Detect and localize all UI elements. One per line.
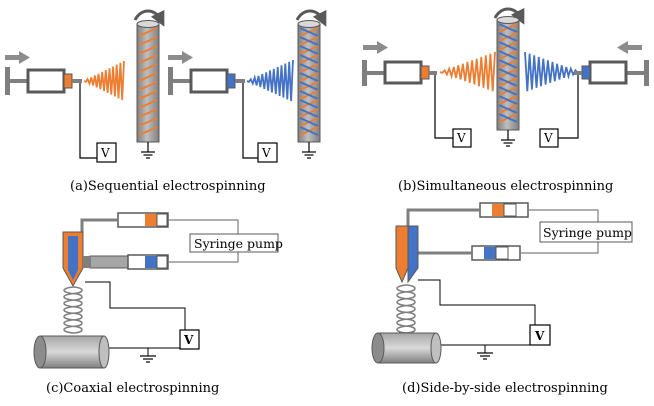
tube — [80, 218, 118, 235]
voltage-label: V — [183, 333, 194, 347]
syringe — [479, 202, 529, 218]
syringe — [168, 67, 245, 95]
panel-d: Syringe pump V (d)Side-by-side electrosp… — [371, 202, 633, 396]
tube — [168, 219, 239, 235]
syringe — [574, 60, 649, 86]
ground-icon — [140, 355, 156, 363]
tube — [168, 252, 239, 263]
fiber-coil — [396, 284, 416, 334]
panel-c: Syringe pump V (c)Coaxial electrosp — [33, 212, 283, 396]
fiber-coil — [63, 286, 83, 334]
ground-icon — [302, 151, 316, 159]
wire — [558, 75, 579, 139]
voltage-label: V — [534, 329, 545, 343]
tube — [528, 209, 599, 222]
voltage-source: V — [452, 128, 472, 148]
syringe — [5, 67, 82, 95]
drum-collector — [33, 335, 110, 369]
push-arrow-icon — [363, 41, 388, 54]
voltage-source: V — [257, 142, 278, 163]
rotating-collector — [133, 9, 165, 152]
voltage-label: V — [261, 146, 271, 160]
tube — [520, 242, 599, 254]
voltage-label: V — [543, 131, 553, 145]
rotating-collector — [493, 7, 525, 140]
rotate-arrow-icon — [493, 7, 525, 25]
push-arrow-icon — [5, 51, 30, 64]
voltage-source: V — [539, 128, 559, 148]
caption: (c)Coaxial electrospinning — [46, 381, 219, 396]
pump-label: Syringe pump — [194, 236, 283, 251]
syringe-pump: Syringe pump — [189, 233, 283, 253]
rotate-arrow-icon — [133, 9, 165, 27]
caption: (a)Sequential electrospinning — [70, 179, 266, 194]
panel-a: V V — [5, 9, 327, 194]
caption: (b)Simultaneous electrospinning — [398, 179, 613, 194]
rotate-arrow-icon — [295, 9, 327, 27]
coaxial-nozzle — [62, 231, 91, 288]
ground-icon — [477, 352, 493, 360]
drum-collector — [371, 332, 442, 364]
wire — [79, 83, 100, 159]
rotating-collector — [295, 9, 327, 152]
fiber-jet — [246, 59, 294, 102]
ground-icon — [141, 151, 155, 159]
side-by-side-nozzle — [395, 225, 419, 284]
wire — [85, 281, 186, 330]
syringe — [117, 212, 169, 228]
voltage-source: V — [179, 329, 200, 350]
wire — [242, 83, 260, 159]
tube — [406, 208, 480, 226]
fiber-jet — [439, 51, 496, 92]
push-arrow-icon — [168, 51, 193, 64]
voltage-source: V — [529, 324, 551, 346]
wire — [418, 279, 536, 325]
syringe-pump: Syringe pump — [539, 221, 633, 243]
fiber-jet — [524, 51, 581, 92]
syringe — [362, 60, 437, 86]
pump-label: Syringe pump — [543, 225, 632, 240]
wire — [434, 75, 453, 139]
ground-icon — [501, 139, 515, 147]
syringe — [89, 254, 169, 270]
voltage-source: V — [96, 142, 117, 163]
voltage-label: V — [456, 131, 466, 145]
voltage-label: V — [100, 146, 110, 160]
push-arrow-icon — [617, 41, 642, 54]
panel-b: V V — [362, 7, 649, 194]
syringe — [471, 245, 521, 261]
caption: (d)Side-by-side electrospinning — [402, 381, 608, 396]
fiber-jet — [83, 60, 125, 101]
